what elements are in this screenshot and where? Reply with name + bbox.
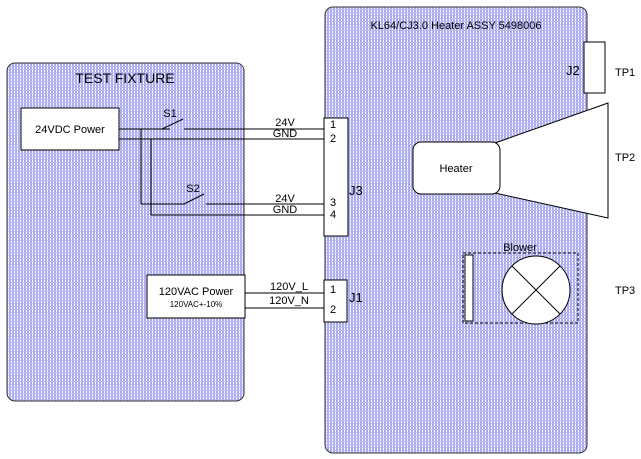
j3-pin-3: 3 xyxy=(330,197,336,209)
wire-label-gnd-2: GND xyxy=(273,204,298,216)
dc-power-label: 24VDC Power xyxy=(35,124,105,136)
j1-label: J1 xyxy=(349,290,363,305)
connector-j1 xyxy=(323,279,348,323)
heater-element xyxy=(412,141,501,195)
j2-label: J2 xyxy=(566,63,580,78)
wire-label-24v-2: 24V xyxy=(275,193,295,205)
heater-assembly-panel xyxy=(324,6,588,454)
connector-j3 xyxy=(323,117,349,237)
heater-assembly-title: KL64/CJ3.0 Heater ASSY 5498006 xyxy=(370,20,541,32)
test-point-2: TP2 xyxy=(615,152,635,164)
j3-pin-1: 1 xyxy=(330,119,336,131)
j3-pin-2: 2 xyxy=(330,133,336,145)
j3-pin-4: 4 xyxy=(330,209,336,221)
wire-label-24v-1: 24V xyxy=(275,117,295,129)
j1-pin-1: 1 xyxy=(330,284,336,296)
heater-label: Heater xyxy=(439,163,472,175)
test-fixture-title: TEST FIXTURE xyxy=(75,70,174,86)
switch-s1-blade xyxy=(161,118,184,130)
blower-boundary xyxy=(462,252,579,324)
wire-label-120v-l: 120V_L xyxy=(270,281,308,293)
dc-power-supply xyxy=(20,107,120,151)
ac-power-supply xyxy=(146,274,246,319)
ac-power-sublabel: 120VAC+-10% xyxy=(170,300,223,309)
blower-motor-bar xyxy=(464,254,474,322)
blower-label: Blower xyxy=(503,242,537,254)
wire-label-gnd-1: GND xyxy=(273,128,298,140)
test-point-3: TP3 xyxy=(615,285,635,297)
fan-cross-2 xyxy=(511,265,561,315)
test-point-1: TP1 xyxy=(615,67,635,79)
wire-label-120v-n: 120V_N xyxy=(269,295,309,307)
switch-s1-label: S1 xyxy=(163,108,176,120)
j1-pin-2: 2 xyxy=(330,304,336,316)
ac-power-label: 120VAC Power xyxy=(159,286,234,298)
connector-j2 xyxy=(583,41,606,94)
switch-s2-blade xyxy=(183,193,205,205)
j3-label: J3 xyxy=(349,183,363,198)
switch-s2-label: S2 xyxy=(186,183,199,195)
